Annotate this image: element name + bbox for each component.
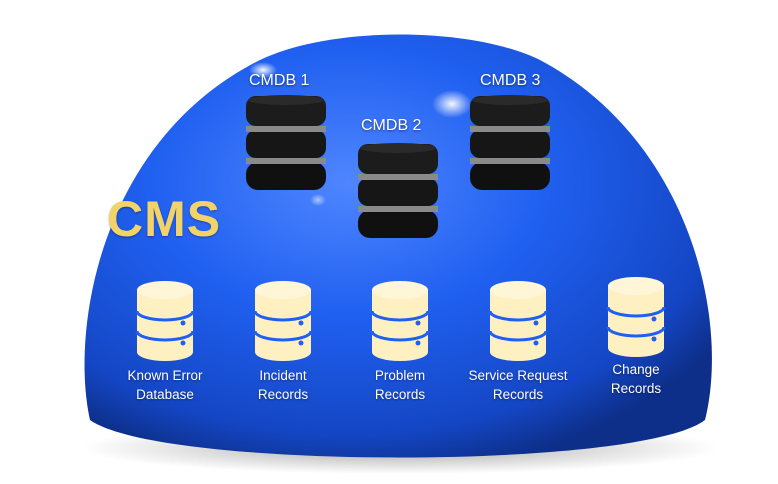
change-records-database-icon — [606, 277, 666, 357]
service-request-records-database-icon — [488, 281, 548, 361]
known-error-database-icon — [135, 281, 195, 361]
known-error-database-label-line2: Database — [136, 387, 194, 402]
problem-records-label-line1: Problem — [374, 368, 426, 383]
problem-records-database-icon — [370, 281, 430, 361]
incident-records-label-line2: Records — [257, 387, 309, 402]
cmdb-3-label: CMDB 3 — [480, 72, 541, 89]
service-request-records-label-line2: Records — [492, 387, 544, 402]
known-error-database-label-line1: Known Error — [127, 368, 203, 383]
cmdb-2-label: CMDB 2 — [361, 117, 422, 134]
incident-records-label-line1: Incident — [259, 368, 307, 383]
cmdb-1-database-icon — [246, 95, 326, 190]
known-error-database-label: Known Error Database — [100, 366, 230, 404]
change-records-label: Change Records — [571, 360, 701, 398]
service-request-records-label: Service Request Records — [453, 366, 583, 404]
cmdb-3-database-icon — [470, 95, 550, 190]
service-request-records-label-line1: Service Request — [468, 368, 568, 383]
cms-title: CMS — [107, 191, 222, 247]
change-records-label-line1: Change — [612, 362, 660, 377]
incident-records-label: Incident Records — [218, 366, 348, 404]
cmdb-1-label: CMDB 1 — [249, 72, 310, 89]
incident-records-database-icon — [253, 281, 313, 361]
change-records-label-line2: Records — [610, 381, 662, 396]
problem-records-label: Problem Records — [335, 366, 465, 404]
cmdb-2-database-icon — [358, 143, 438, 238]
problem-records-label-line2: Records — [374, 387, 426, 402]
